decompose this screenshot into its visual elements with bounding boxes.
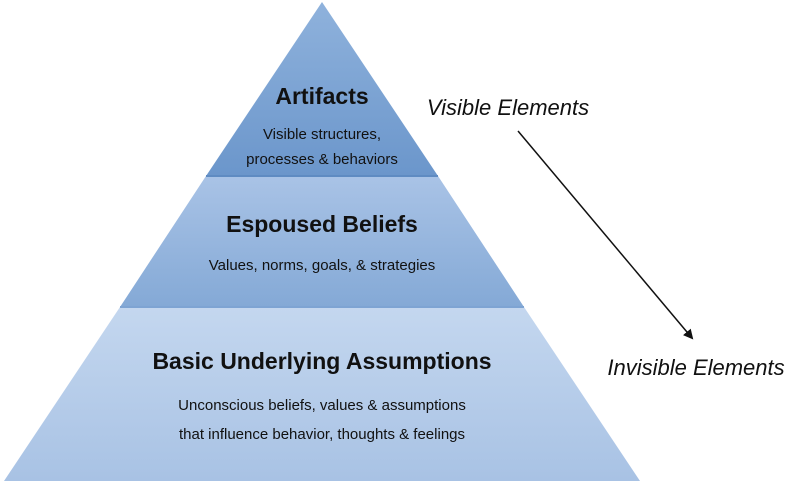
layer-artifacts-title: Artifacts [275,83,368,109]
layer-basic-assumptions: Basic Underlying Assumptions Unconscious… [152,348,491,443]
layer-basic-assumptions-description-line-1: Unconscious beliefs, values & assumption… [178,397,466,414]
visible-to-invisible-arrow [517,130,694,340]
layer-artifacts-description-line-1: Visible structures, [263,126,381,143]
layer-artifacts-description-line-2: processes & behaviors [246,151,398,168]
invisible-elements-label: Invisible Elements [607,355,784,380]
layer-artifacts-shape [206,2,438,176]
pyramid [4,2,640,481]
layer-espoused-beliefs: Espoused Beliefs Values, norms, goals, &… [209,211,436,274]
layer-espoused-beliefs-description-line-1: Values, norms, goals, & strategies [209,257,436,274]
layer-espoused-beliefs-shape [120,176,524,307]
layer-basic-assumptions-shape [4,307,640,481]
layer-artifacts: Artifacts Visible structures, processes … [246,83,398,168]
layer-basic-assumptions-description-line-2: that influence behavior, thoughts & feel… [179,426,465,443]
layer-espoused-beliefs-title: Espoused Beliefs [226,211,418,237]
visible-elements-label: Visible Elements [427,95,589,120]
layer-basic-assumptions-title: Basic Underlying Assumptions [152,348,491,374]
